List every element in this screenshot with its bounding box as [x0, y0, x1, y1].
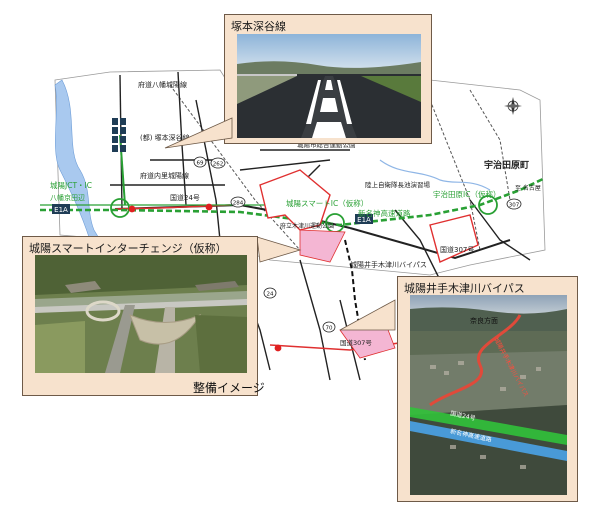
label-kokudo307-b: 国道307号: [340, 338, 372, 347]
route-shield-307: 307: [506, 198, 522, 210]
route-shield-e1a: E1A: [52, 204, 70, 214]
aerial-bypass-photo: 奈良方面 城陽井手木津川バイパス 国道24号 新名神高速道路: [410, 295, 567, 495]
label-joyo-city-sogo: 城陽市総合運動公園: [297, 140, 356, 149]
compass-icon: [504, 97, 522, 115]
boundary-line: [429, 99, 481, 251]
red-road: [269, 339, 421, 351]
label-uji-tawara-ic: 宇治田原IC（仮称）: [433, 189, 500, 199]
label-tsukamoto-fukaya: (都) 塚本深谷線: [140, 133, 190, 142]
joyo-sogo-park-area: [259, 169, 331, 231]
svg-text:307: 307: [509, 203, 520, 209]
label-joyo-jct: 城陽JCT・IC: [50, 181, 92, 190]
label-kokudo24: 国道24号: [170, 193, 200, 202]
route-shield-24: 24: [263, 287, 277, 299]
label-nagoya-dir: 至 名古屋: [515, 184, 541, 192]
svg-text:262: 262: [213, 162, 224, 168]
label-bypass: 城陽井手木津川バイパス: [350, 260, 427, 269]
svg-text:E1A: E1A: [54, 206, 68, 214]
shinmeishin-expressway: [40, 176, 546, 227]
route-shield-284: 284: [230, 196, 246, 208]
svg-text:70: 70: [326, 326, 333, 332]
pink-area: [429, 214, 479, 263]
stream: [379, 159, 491, 191]
route-shield-e1a: E1A: [355, 214, 373, 224]
svg-text:E1A: E1A: [357, 216, 371, 224]
label-rikujo: 陸上自衛隊長池演習場: [365, 180, 431, 189]
label-smart-ic: 城陽スマートIC（仮称）: [286, 198, 368, 208]
label-shinmeishin: 新名神高速道路: [358, 208, 411, 218]
label-ujitawara-cho: 宇治田原町: [484, 159, 529, 171]
route-shield-70: 70: [322, 321, 336, 333]
road-photo: [237, 34, 421, 138]
panel-caption: 整備イメージ: [193, 381, 265, 395]
label-nara-dir: 奈良方面: [470, 316, 498, 325]
panel-smart-ic: 城陽スマートインターチェンジ（仮称） 整備イメージ: [22, 236, 265, 396]
label-kokudo307: 国道307号: [440, 245, 474, 254]
panel-title: 城陽スマートインターチェンジ（仮称）: [29, 242, 227, 255]
label-yawata-kyotanabe: 八幡京田辺: [50, 193, 85, 202]
label-fudo-yawata-joyo: 府道八幡城陽線: [138, 80, 187, 89]
svg-text:284: 284: [233, 201, 244, 207]
svg-text:69: 69: [197, 161, 204, 167]
building-blocks: [112, 118, 126, 152]
label-yamashiro-park: 府立木津川運動公園: [280, 222, 334, 230]
label-fudo-uchisato-joyo: 府道内里城陽線: [140, 171, 189, 180]
panel-title: 城陽井手木津川バイパス: [404, 282, 525, 295]
svg-text:24: 24: [267, 292, 274, 298]
route-shield-262: 262: [210, 157, 226, 169]
panel-bypass: 城陽井手木津川バイパス 奈良方面 城陽井手木津川バイパス 国道24号: [397, 276, 578, 502]
route-shield-69: 69: [193, 156, 207, 168]
aerial-photo: [35, 255, 247, 373]
panel-tsukamoto: 塚本深谷線: [224, 14, 432, 144]
kokudo-307-road: [349, 227, 511, 260]
panel-title: 塚本深谷線: [231, 20, 286, 33]
